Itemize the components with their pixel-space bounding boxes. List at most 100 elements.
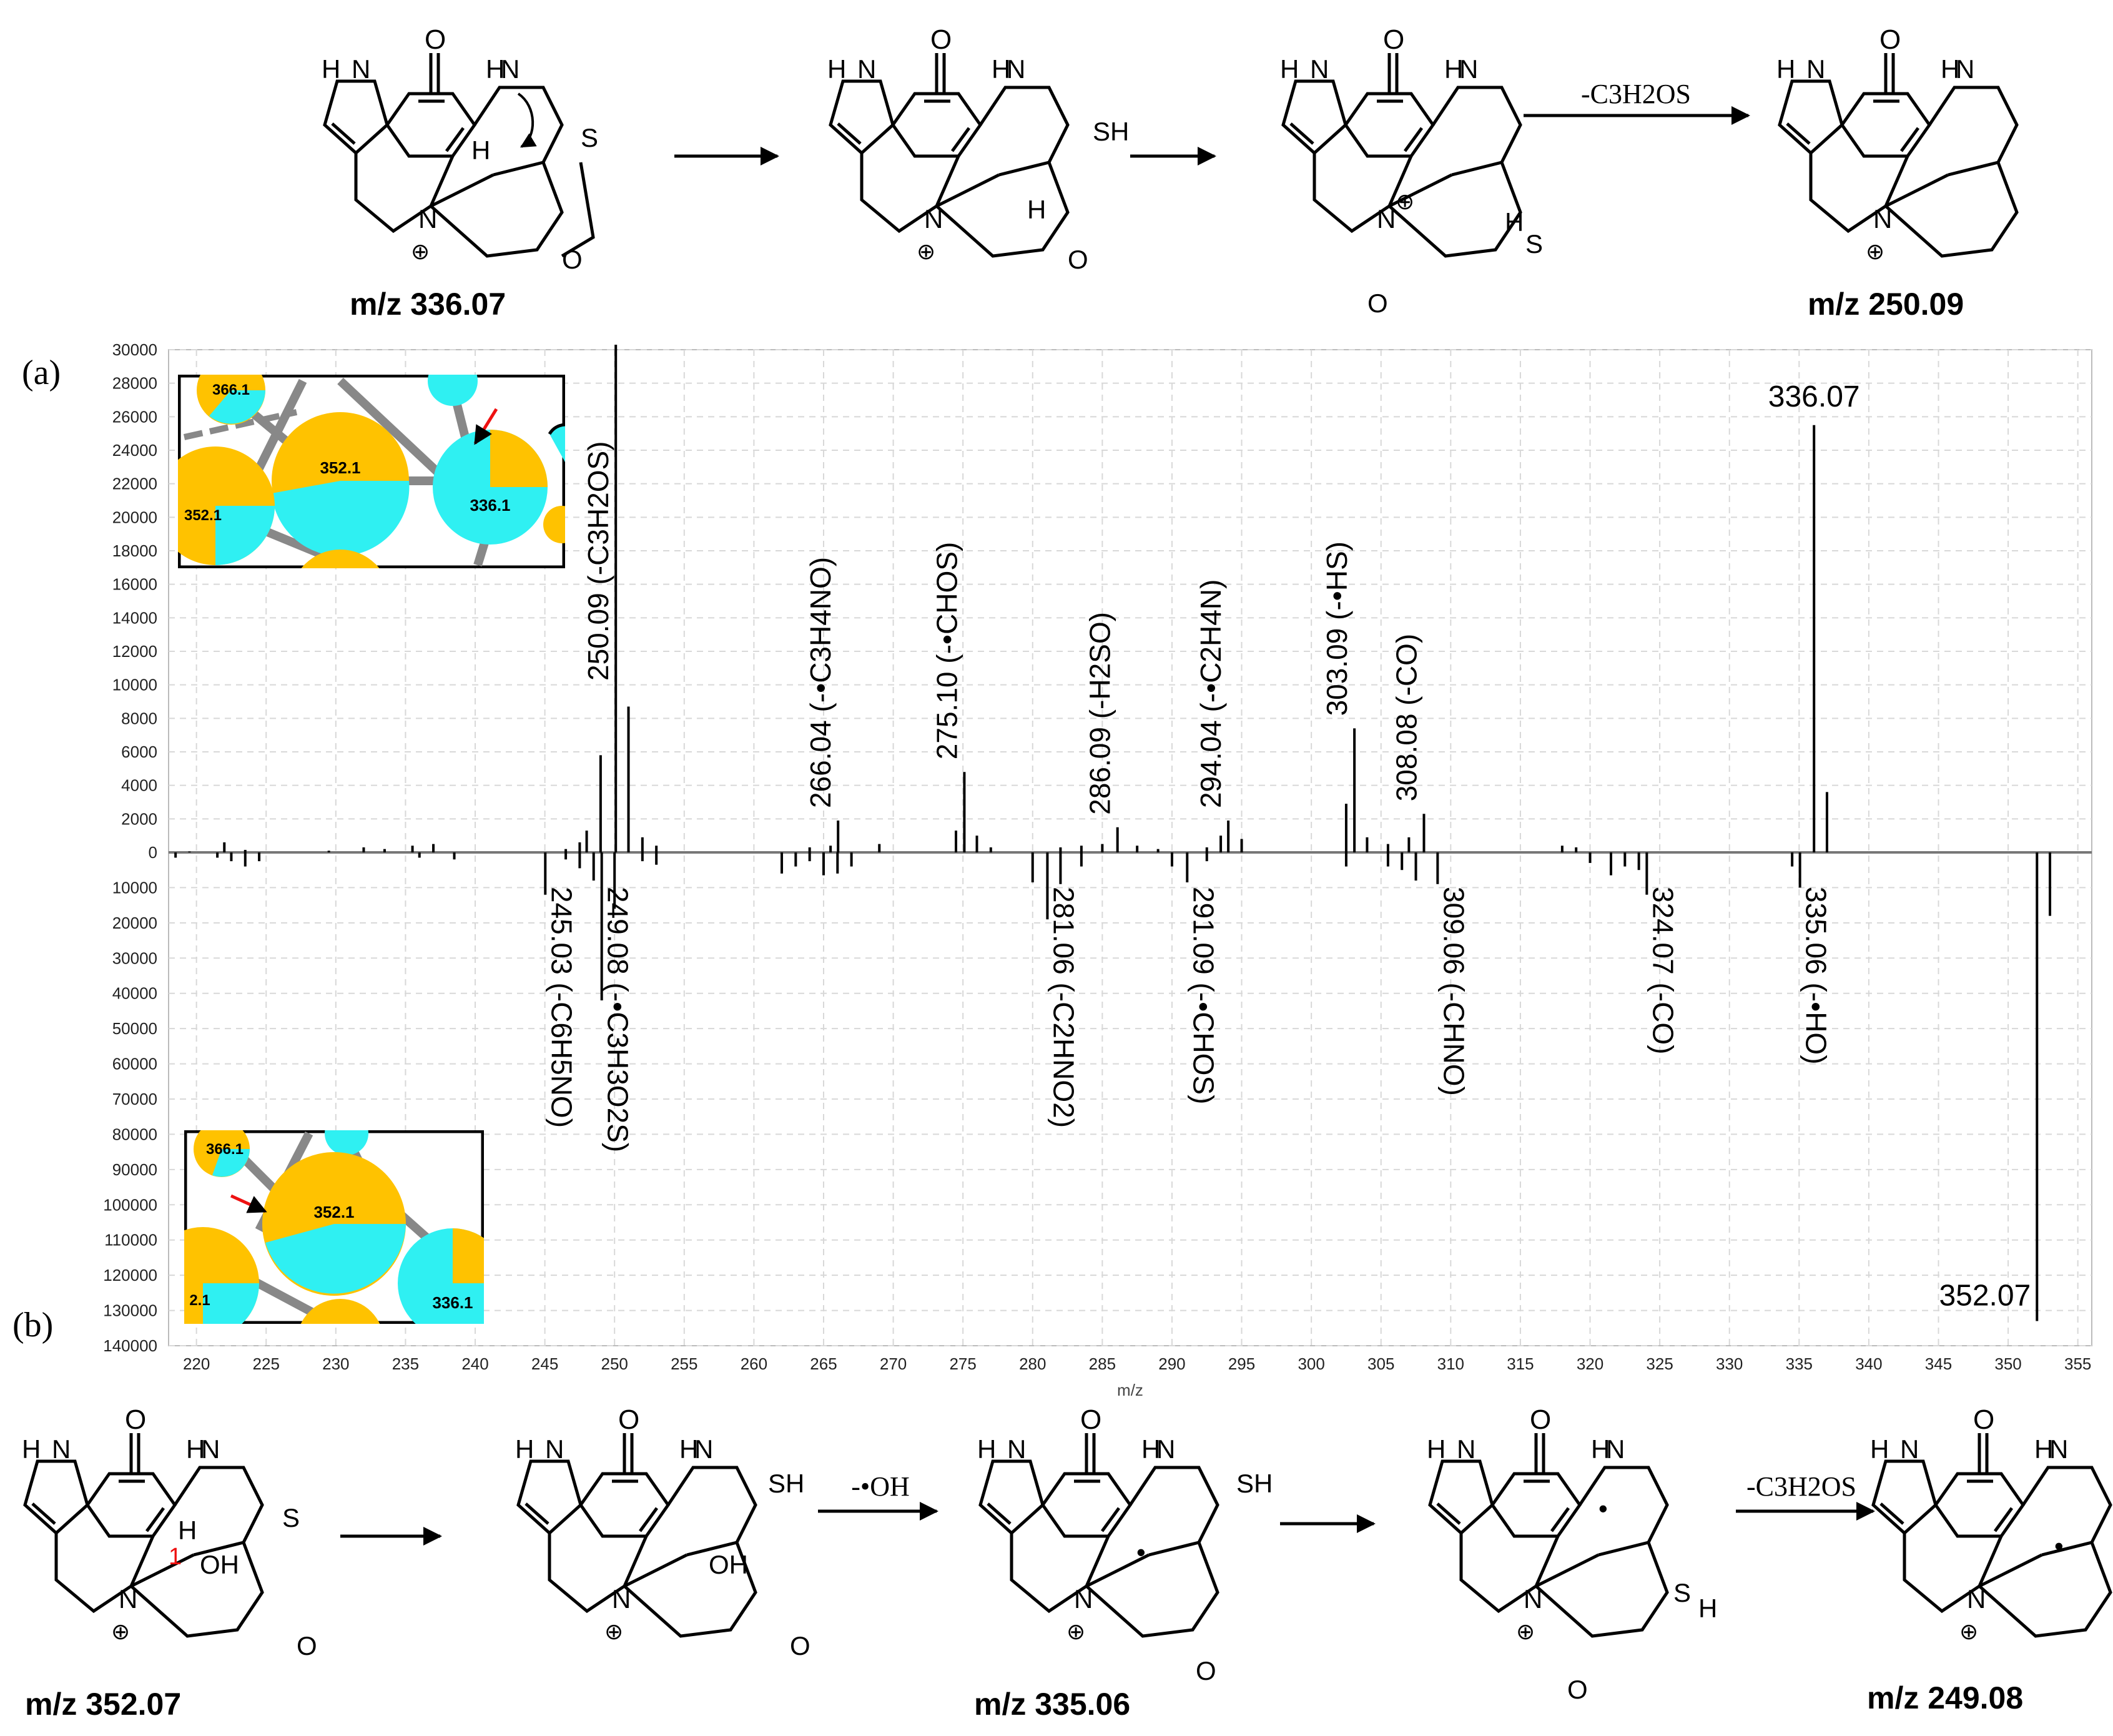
svg-text:O: O [425,24,446,55]
x-tick-label: 265 [810,1354,837,1373]
x-tick-label: 280 [1019,1354,1046,1373]
y-tick-label-lower: 30000 [112,949,157,967]
inset-bottom-node-1: 366.1 [206,1141,244,1158]
svg-text:H: H [186,1434,205,1464]
svg-text:O: O [618,1404,639,1435]
svg-text:N: N [2049,1434,2068,1464]
peak-label-lower: 281.06 (-C2HNO2) [1047,887,1080,1128]
x-axis-label: m/z [1117,1381,1143,1399]
svg-text:•: • [2054,1531,2064,1561]
svg-text:⊕: ⊕ [604,1619,623,1644]
y-tick-label-lower: 20000 [112,914,157,932]
network-inset-bottom: 366.1 352.1 2.1 336.1 [184,1130,484,1324]
peak-label-lower: 324.07 (-CO) [1647,887,1679,1054]
peak-label-upper: 294.04 (-•C2H4N) [1194,579,1227,808]
x-tick-label: 325 [1646,1354,1673,1373]
svg-text:H: H [2034,1434,2053,1464]
y-tick-label-upper: 8000 [121,709,157,727]
y-tick-label-upper: 28000 [112,374,157,393]
svg-text:O: O [1567,1675,1588,1704]
y-tick-label-upper: 16000 [112,575,157,594]
inset-bottom-node-3: 2.1 [189,1292,210,1309]
y-tick-label-lower: 70000 [112,1090,157,1108]
svg-text:⊕: ⊕ [1516,1619,1535,1644]
svg-text:H: H [827,54,846,84]
top-reaction-label: -C3H2OS [1581,79,1691,109]
svg-text:H: H [679,1434,698,1464]
svg-text:N: N [1606,1434,1625,1464]
x-tick-label: 335 [1786,1354,1813,1373]
y-tick-label-lower: 80000 [112,1125,157,1143]
x-tick-label: 230 [322,1354,349,1373]
y-tick-label-lower: 140000 [103,1336,157,1355]
svg-text:N: N [1873,204,1892,234]
svg-text:H: H [486,54,505,84]
y-tick-label-lower: 10000 [112,878,157,897]
svg-text:N: N [1156,1434,1175,1464]
peak-label-lower: 245.03 (-C6H5NO) [545,887,578,1128]
x-tick-label: 310 [1437,1354,1464,1373]
svg-text:O: O [1367,289,1388,318]
svg-text:N: N [924,204,943,234]
svg-text:H: H [1141,1434,1160,1464]
x-tick-label: 345 [1925,1354,1952,1373]
y-tick-label-upper: 14000 [112,608,157,627]
svg-text:SH: SH [1236,1469,1273,1498]
svg-text:O: O [1973,1404,1994,1435]
peak-label-upper: 286.09 (-H2SO) [1084,612,1116,815]
y-tick-label-lower: 40000 [112,984,157,1003]
svg-text:⊕: ⊕ [1396,189,1414,214]
svg-text:H: H [1698,1594,1717,1623]
top-caption-1: m/z 336.07 [350,287,506,322]
svg-text:H: H [1870,1434,1889,1464]
svg-text:⊕: ⊕ [1959,1619,1978,1644]
svg-text:H: H [515,1434,534,1464]
svg-text:S: S [581,123,598,152]
inset-bottom-node-2: 352.1 [313,1203,354,1221]
x-tick-label: 290 [1158,1354,1185,1373]
y-tick-label-upper: 2000 [121,809,157,828]
svg-text:O: O [790,1631,810,1660]
inset-top-node-2: 352.1 [320,458,360,477]
svg-text:N: N [352,54,370,84]
y-tick-label-upper: 12000 [112,642,157,661]
y-tick-label-upper: 4000 [121,776,157,795]
y-tick-label-lower: 130000 [103,1301,157,1320]
svg-text:•: • [1598,1494,1608,1523]
svg-text:N: N [1007,1434,1026,1464]
svg-text:N: N [1459,54,1478,84]
svg-text:OH: OH [709,1550,748,1579]
svg-text:N: N [1967,1584,1986,1614]
y-tick-label-upper: 6000 [121,742,157,761]
svg-text:⊕: ⊕ [917,239,935,264]
x-tick-label: 295 [1228,1354,1255,1373]
y-tick-label-upper: 18000 [112,541,157,560]
x-tick-label: 300 [1298,1354,1324,1373]
y-tick-label-lower: 50000 [112,1019,157,1038]
svg-text:N: N [501,54,520,84]
bottom-reaction-label-1: -•OH [851,1471,910,1502]
svg-text:⊕: ⊕ [1866,239,1884,264]
svg-text:H: H [1427,1434,1446,1464]
x-tick-label: 320 [1577,1354,1603,1373]
svg-text:H: H [1591,1434,1610,1464]
svg-text:SH: SH [1093,117,1129,146]
svg-text:N: N [201,1434,220,1464]
panel-label-b: (b) [12,1306,54,1344]
peak-label-upper: 275.10 (-•CHOS) [930,542,963,759]
y-tick-label-lower: 120000 [103,1266,157,1285]
svg-text:O: O [930,24,952,55]
bottom-caption-1: m/z 352.07 [25,1687,182,1722]
x-tick-label: 225 [253,1354,280,1373]
svg-text:O: O [125,1404,146,1435]
y-tick-label-upper: 22000 [112,475,157,493]
svg-text:N: N [694,1434,713,1464]
network-inset-top: 366.1 352.1 352.1 336.1 [178,375,565,568]
x-tick-label: 240 [461,1354,488,1373]
svg-text:H: H [1280,54,1299,84]
x-tick-label: 350 [1994,1354,2021,1373]
x-tick-label: 305 [1367,1354,1394,1373]
svg-text:H: H [1444,54,1463,84]
svg-text:O: O [1879,24,1901,55]
peak-label-upper: 308.08 (-CO) [1390,634,1422,801]
